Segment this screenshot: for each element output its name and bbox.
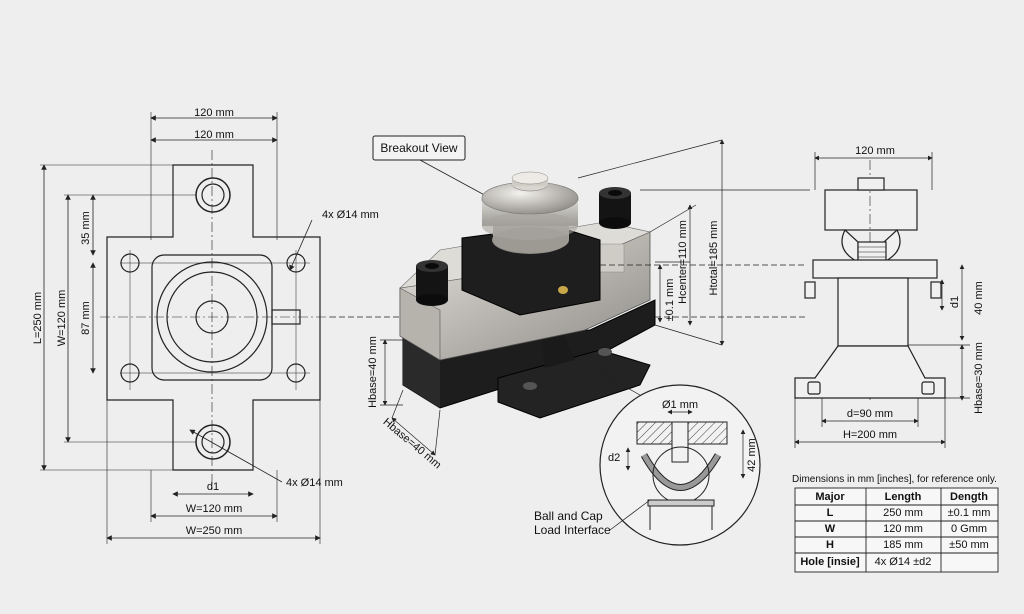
table-header-major: Major (815, 491, 845, 503)
top-hole-icon (195, 177, 231, 213)
h-center: Hcenter=110 mm (677, 220, 689, 304)
dim-left-total: L=250 mm (32, 292, 44, 344)
table-cell: 4x Ø14 ±d2 (875, 556, 932, 568)
side-dim-h30: Hbase=30 mm (973, 342, 985, 414)
side-dim-40: 40 mm (973, 281, 985, 315)
detail-view: Ø1 mm d2 42 mm Ball and Cap Load Interfa… (534, 384, 761, 546)
side-dim-top: 120 mm (855, 145, 895, 157)
iso-view: Breakout View (330, 135, 810, 471)
table-cell: 120 mm (883, 523, 923, 535)
detail-h42: 42 mm (746, 438, 758, 472)
table-cell: ±50 mm (949, 539, 989, 551)
table-cell: 185 mm (883, 539, 923, 551)
table-cell: ±0.1 mm (948, 507, 991, 519)
table-cell: L (827, 507, 834, 519)
top-view-outline (106, 164, 321, 471)
side-dim-h200: H=200 mm (843, 429, 897, 441)
dim-35: 35 mm (80, 211, 92, 245)
top-view-labels: 120 mm 120 mm L=250 mm W=120 mm 35 mm 87… (32, 107, 379, 537)
bolt-right-icon (599, 187, 631, 229)
dim-top-inner: 120 mm (194, 129, 234, 141)
table-cell: H (826, 539, 834, 551)
table-caption: Dimensions in mm [inches], for reference… (792, 474, 997, 485)
table-header-dength: Dength (950, 491, 988, 503)
dim-top-outer: 120 mm (194, 107, 234, 119)
side-view-labels: 120 mm 40 mm d1 Hbase=30 mm d=90 mm H=20… (843, 145, 985, 441)
h-total: Htotal=185 mm (708, 221, 720, 296)
side-cap (824, 189, 918, 231)
breakout-callout-box (372, 135, 466, 161)
dim-left-w: W=120 mm (56, 290, 68, 347)
side-view (794, 152, 970, 448)
dim-bottom-w: W=120 mm (186, 503, 243, 515)
bolt-left-icon (416, 260, 448, 306)
dim-87: 87 mm (80, 301, 92, 335)
table-header-length: Length (885, 491, 922, 503)
detail-d-top: Ø1 mm (662, 399, 698, 411)
table-cell: 0 Gmm (951, 523, 987, 535)
table-cell: W (825, 523, 836, 535)
detail-d2: d2 (608, 452, 620, 464)
bottom-hole-icon (195, 424, 231, 460)
dim-bottom-total: W=250 mm (186, 525, 243, 537)
dimension-table: Dimensions in mm [inches], for reference… (792, 474, 999, 573)
h-base-diag: Hbase=40 mm (381, 416, 444, 471)
side-dim-d1: d1 (949, 296, 961, 308)
side-dim-d90: d=90 mm (847, 408, 893, 420)
top-view (40, 112, 330, 544)
dim-d1: d1 (207, 481, 219, 493)
detail-label-2: Load Interface (534, 523, 611, 537)
hole-top-label: 4x Ø14 mm (322, 209, 379, 221)
detail-label-1: Ball and Cap (534, 509, 603, 523)
hole-bottom-label: 4x Ø14 mm (286, 477, 343, 489)
h-base-vertical: Hbase=40 mm (367, 336, 379, 408)
tol-label: ±0.1 mm (664, 279, 676, 322)
side-body (837, 277, 909, 347)
table-cell: Hole [insie] (800, 556, 860, 568)
breakout-callout-label: Breakout View (380, 141, 457, 155)
table-cell: 250 mm (883, 507, 923, 519)
